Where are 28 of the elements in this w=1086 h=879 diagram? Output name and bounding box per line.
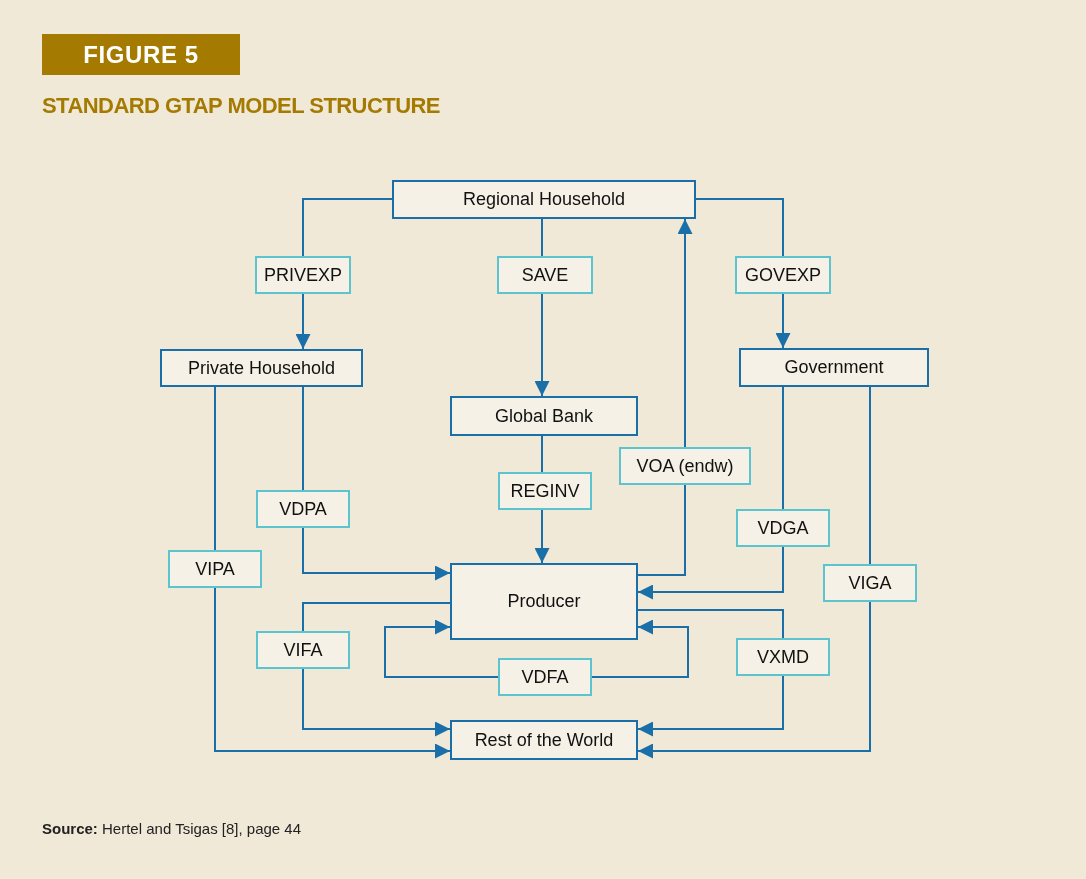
figure-title: STANDARD GTAP MODEL STRUCTURE: [42, 92, 440, 120]
process-box: Government: [739, 348, 929, 387]
source-note: Source: Hertel and Tsigas [8], page 44: [42, 819, 302, 839]
edge-label: VDGA: [736, 509, 830, 547]
edge-label: VIPA: [168, 550, 262, 588]
process-box: Regional Household: [392, 180, 696, 219]
edge-label: VDPA: [256, 490, 350, 528]
edge-label: VIFA: [256, 631, 350, 669]
arrow: [637, 609, 784, 737]
edge-label: VOA (endw): [619, 447, 751, 485]
arrow: [214, 386, 451, 759]
edge-label: VIGA: [823, 564, 917, 602]
arrow: [302, 386, 451, 581]
edge-label: VDFA: [498, 658, 592, 696]
arrow: [637, 218, 693, 576]
figure-number-banner: FIGURE 5: [42, 34, 240, 75]
arrow: [302, 602, 451, 737]
arrow: [637, 386, 871, 759]
edge-label: PRIVEXP: [255, 256, 351, 294]
process-box: Private Household: [160, 349, 363, 387]
edge-label: GOVEXP: [735, 256, 831, 294]
edge-label: REGINV: [498, 472, 592, 510]
process-box: Global Bank: [450, 396, 638, 436]
process-box: Producer: [450, 563, 638, 640]
edge-label: SAVE: [497, 256, 593, 294]
process-box: Rest of the World: [450, 720, 638, 760]
arrow: [637, 386, 784, 600]
edge-label: VXMD: [736, 638, 830, 676]
